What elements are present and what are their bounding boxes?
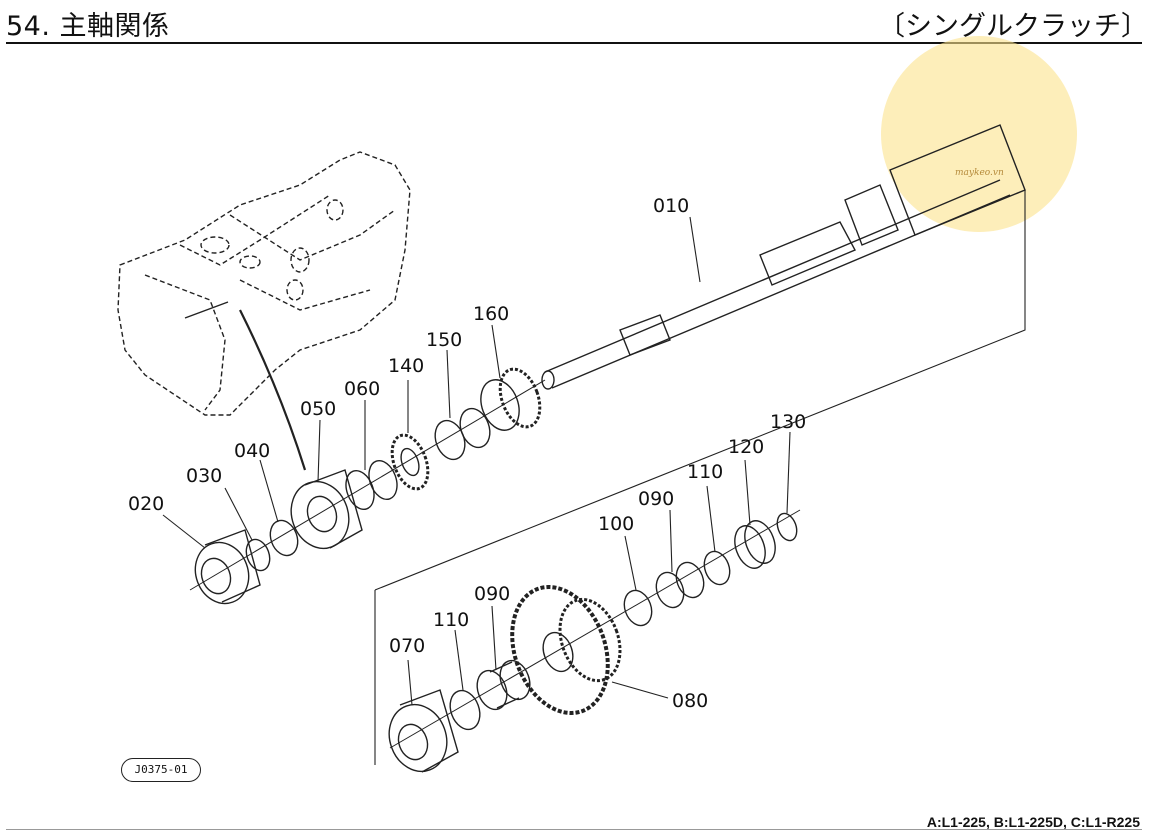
exploded-parts-diagram: 010 020 030 040 050 060 140 150 160 070 … [117,124,1026,773]
washer-110-lower [449,689,481,731]
page-header: 54. 主軸関係 〔シングルクラッチ〕 [0,0,1164,48]
part-label-090-upper: 090 [638,488,674,510]
main-shaft-010 [541,124,1026,390]
washer-040 [269,519,299,557]
part-label-020: 020 [128,493,164,515]
bearing-050 [290,469,363,550]
snap-ring-130 [776,512,798,542]
transmission-housing [117,151,411,416]
housing-leader [184,301,229,319]
footer-rule [6,829,1142,830]
leader-lines-upper [162,216,701,549]
page-subtitle: 〔シングルクラッチ〕 [878,11,1148,42]
leader-lines-lower [407,431,791,706]
part-label-120: 120 [728,436,764,458]
part-label-110-upper: 110 [687,461,723,483]
gear-160 [480,367,542,431]
watermark-text: maykeo.vn [955,168,1004,178]
part-label-010: 010 [653,195,689,217]
model-list: A:L1-225, B:L1-225D, C:L1-R225 [926,814,1140,830]
bearing-020 [194,529,261,605]
part-label-090-lower: 090 [474,583,510,605]
sleeve-150 [434,407,491,461]
part-label-050: 050 [300,398,336,420]
gear-140 [390,433,430,491]
collar-100 [623,589,653,627]
upper-axis-line [189,379,546,591]
part-label-160: 160 [473,303,509,325]
header-rule [6,42,1142,44]
needle-bearing-090-lower [476,659,531,711]
part-label-030: 030 [186,465,222,487]
part-label-140: 140 [388,355,424,377]
needle-bearing-090-upper [655,561,705,609]
part-label-080: 080 [672,690,708,712]
part-label-060: 060 [344,378,380,400]
part-label-110-lower: 110 [433,609,469,631]
collar-060 [345,459,398,511]
part-label-150: 150 [426,329,462,351]
bearing-070 [388,689,459,773]
part-label-100: 100 [598,513,634,535]
part-label-040: 040 [234,440,270,462]
gear-080 [510,585,622,715]
circlip-030 [245,538,271,572]
collar-120 [734,520,776,569]
subassembly-frame [374,190,1026,765]
figure-code: J0375-01 [121,758,201,782]
part-label-070: 070 [389,635,425,657]
washer-110-upper [703,550,731,586]
page-title: 54. 主軸関係 [6,11,170,42]
lower-axis-line [389,509,801,749]
part-label-130: 130 [770,411,806,433]
assembly-arrow [239,309,307,471]
